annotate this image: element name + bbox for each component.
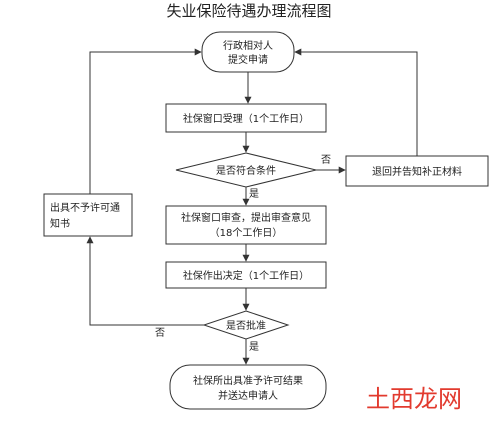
node-review: 社保窗口审查，提出审查意见 （18个工作日） xyxy=(165,205,327,245)
node-review-line1: 社保窗口审查，提出审查意见 xyxy=(181,211,311,224)
node-window-accept: 社保窗口受理（1个工作日） xyxy=(165,103,327,133)
node-end-line1: 社保所出具准予许可结果 xyxy=(193,374,303,387)
node-start-line2: 提交申请 xyxy=(228,53,268,66)
arrow-approve-to-not-permit xyxy=(86,236,204,326)
decision-approve: 是否批准 xyxy=(202,310,290,340)
diagram-title: 失业保险待遇办理流程图 xyxy=(166,2,331,20)
edge-label-approve-no: 否 xyxy=(155,327,165,339)
node-decide: 社保作出决定（1个工作日） xyxy=(165,261,327,289)
watermark: 土西龙网 xyxy=(366,385,462,413)
node-start-line1: 行政相对人 xyxy=(223,39,273,52)
decision-conditions-label: 是否符合条件 xyxy=(216,164,276,177)
node-end-line2: 并送达申请人 xyxy=(218,389,278,402)
watermark-text: 土西龙网 xyxy=(366,385,462,413)
node-end: 社保所出具准予许可结果 并送达申请人 xyxy=(169,364,327,410)
node-not-permit-line2: 知书 xyxy=(50,217,70,230)
connectors xyxy=(86,48,418,365)
decision-approve-label: 是否批准 xyxy=(226,319,266,332)
node-not-permit: 出具不予许可通 知书 xyxy=(43,193,133,237)
node-review-line2: （18个工作日） xyxy=(210,227,283,239)
edge-label-conditions-no: 否 xyxy=(321,154,331,166)
node-window-accept-label: 社保窗口受理（1个工作日） xyxy=(183,112,309,125)
node-return-materials: 退回并告知补正材料 xyxy=(345,155,489,187)
decision-conditions: 是否符合条件 xyxy=(175,152,317,188)
edge-label-approve-yes: 是 xyxy=(249,341,259,353)
arrow-return-to-start xyxy=(294,48,418,156)
node-start: 行政相对人 提交申请 xyxy=(201,31,295,73)
node-decide-label: 社保作出决定（1个工作日） xyxy=(183,269,309,282)
arrow-not-permit-to-start xyxy=(89,48,202,194)
node-not-permit-line1: 出具不予许可通 xyxy=(50,201,120,214)
edge-label-conditions-yes: 是 xyxy=(249,188,259,200)
node-return-materials-label: 退回并告知补正材料 xyxy=(372,165,462,178)
